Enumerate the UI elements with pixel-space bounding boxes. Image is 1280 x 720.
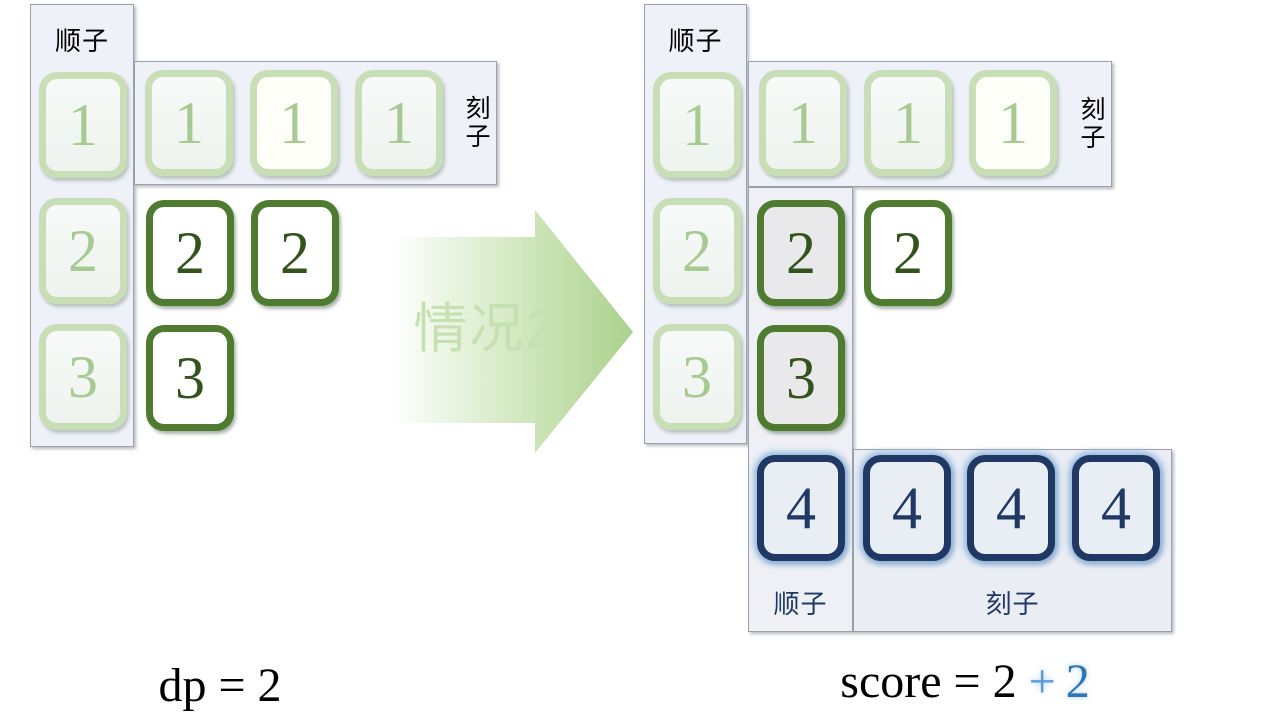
tile-right-highlight-3: 3 <box>757 325 845 431</box>
case-arrow-label: 情况2 <box>413 299 558 359</box>
tile-right-quad-4c: 4 <box>967 455 1055 561</box>
right-shunzi-label: 顺子 <box>668 26 723 56</box>
tile-right-quad-4d: 4 <box>1072 455 1160 561</box>
tile-right-highlight-2: 2 <box>757 200 845 306</box>
tile-left-kezi-1: 1 <box>145 70 233 176</box>
tile-left-pair-2b: 2 <box>251 200 339 306</box>
score-added-value: 2 <box>1065 655 1090 708</box>
tile-right-quad-4a: 4 <box>757 455 845 561</box>
tile-left-kezi-2: 1 <box>250 70 338 176</box>
tile-left-pair-2a: 2 <box>146 200 234 306</box>
tile-left-col-1: 1 <box>39 72 127 178</box>
tile-left-kezi-3: 1 <box>355 70 443 176</box>
case-arrow-icon <box>390 210 633 453</box>
right-bottom-shunzi-label: 顺子 <box>773 589 828 619</box>
tile-left-single-3: 3 <box>146 325 234 431</box>
tile-right-col-1: 1 <box>653 72 741 178</box>
tile-right-col-2: 2 <box>653 198 741 304</box>
tile-right-col-3: 3 <box>653 324 741 430</box>
tile-right-kezi-2: 1 <box>864 70 952 176</box>
tile-right-pair-2b: 2 <box>864 200 952 306</box>
left-kezi-label: 刻子 <box>462 95 490 151</box>
tile-left-col-2: 2 <box>39 198 127 304</box>
right-kezi-label: 刻子 <box>1077 96 1105 152</box>
score-prefix: score = 2 <box>840 655 1017 708</box>
tile-left-col-3: 3 <box>39 324 127 430</box>
tile-right-kezi-1: 1 <box>759 70 847 176</box>
left-shunzi-label: 顺子 <box>54 26 109 56</box>
score-plus: + <box>1028 655 1056 708</box>
tile-right-kezi-3: 1 <box>969 70 1057 176</box>
right-bottom-kezi-label: 刻子 <box>985 589 1040 619</box>
tile-right-quad-4b: 4 <box>863 455 951 561</box>
right-caption-score: score = 2+2 <box>785 654 1145 709</box>
left-caption-dp: dp = 2 <box>158 659 282 712</box>
